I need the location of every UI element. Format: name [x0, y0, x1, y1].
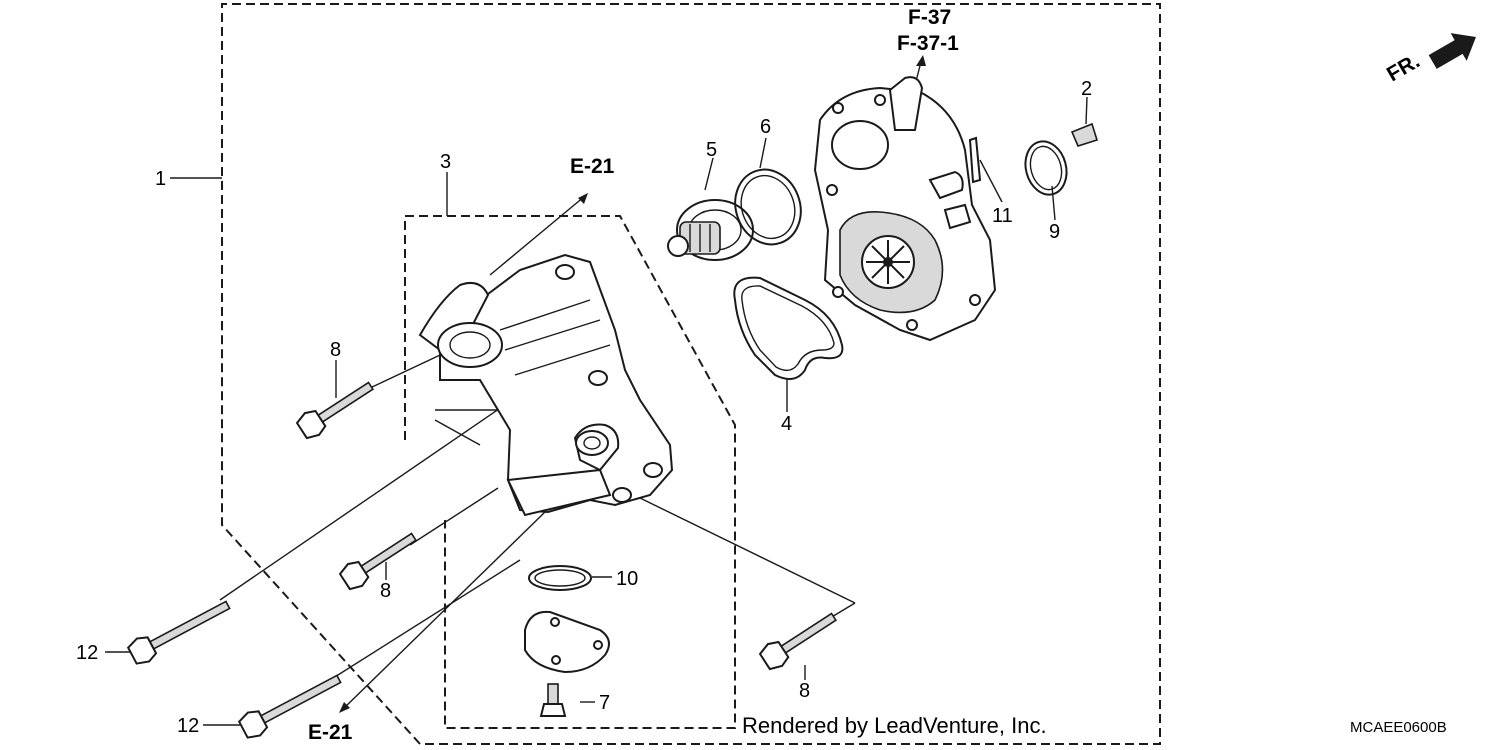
clip — [1070, 122, 1099, 147]
callout-1: 1 — [155, 168, 166, 190]
strip-gasket — [968, 136, 982, 184]
front-direction-label: FR. — [1383, 49, 1424, 86]
thermostat-gasket — [734, 168, 802, 246]
reference-f37-1: F-37-1 — [897, 32, 959, 55]
callout-12-lower: 12 — [177, 715, 199, 737]
callout-12-upper: 12 — [76, 642, 98, 664]
bolt-8-middle — [338, 532, 417, 591]
housing-gasket — [733, 276, 844, 380]
reference-e21-top: E-21 — [570, 155, 615, 178]
callout-10: 10 — [616, 568, 638, 590]
assembly-boundary — [221, 3, 1161, 745]
screw-7 — [539, 683, 567, 717]
callout-8-middle: 8 — [380, 580, 391, 602]
callout-7: 7 — [599, 692, 610, 714]
diagram-code: MCAEE0600B — [1350, 719, 1447, 736]
callout-11: 11 — [992, 205, 1013, 227]
front-direction-arrow — [1428, 33, 1476, 69]
bolt-8-right — [758, 612, 837, 671]
callout-9: 9 — [1049, 221, 1060, 243]
render-credit: Rendered by LeadVenture, Inc. — [742, 713, 1047, 738]
callout-2: 2 — [1081, 78, 1092, 100]
water-pump-body — [813, 76, 997, 342]
thermostat — [667, 199, 754, 261]
callout-6: 6 — [760, 116, 771, 138]
o-ring-10 — [528, 565, 592, 591]
bolt-12-upper — [126, 600, 231, 665]
reference-f37: F-37 — [908, 6, 951, 29]
bolt-12-lower — [237, 674, 342, 739]
water-outlet-housing — [418, 253, 674, 517]
housing-boundary — [404, 215, 736, 729]
callout-8-right: 8 — [799, 680, 810, 702]
cover-plate — [524, 610, 610, 674]
callout-4: 4 — [781, 413, 792, 435]
bolt-8-upper — [295, 381, 374, 440]
callout-5: 5 — [706, 139, 717, 161]
callout-3: 3 — [440, 151, 451, 173]
callout-8-upper: 8 — [330, 339, 341, 361]
o-ring-9 — [1024, 140, 1068, 196]
reference-e21-bottom: E-21 — [308, 721, 353, 744]
leader-lines — [105, 55, 1088, 726]
